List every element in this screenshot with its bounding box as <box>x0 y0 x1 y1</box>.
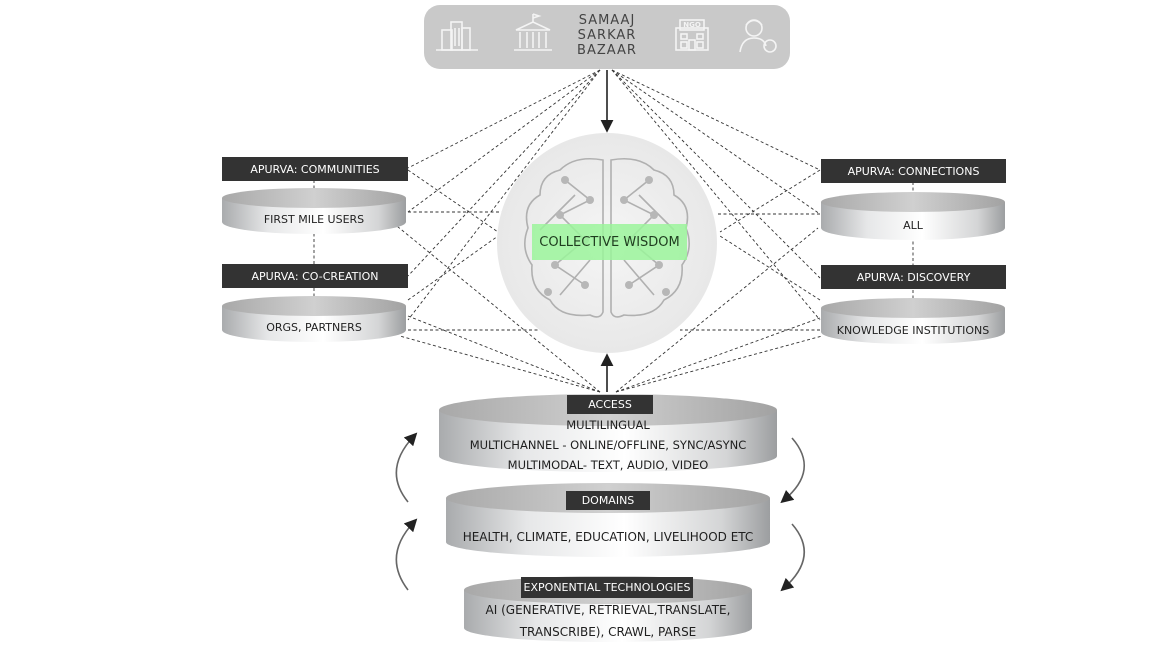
collective-wisdom-highlight <box>532 224 687 260</box>
disk-orgs-partners <box>222 296 406 342</box>
ngo-sign-text: NGO <box>683 21 701 29</box>
disk-label-orgs-partners: ORGS, PARTNERS <box>266 321 362 334</box>
tag-communities: APURVA: COMMUNITIES <box>222 157 408 181</box>
city-buildings-icon <box>436 21 478 51</box>
tag-access: ACCESS <box>567 395 653 414</box>
tag-co-creation: APURVA: CO-CREATION <box>222 264 408 288</box>
access-line-1: MULTILINGUAL <box>566 418 650 432</box>
technologies-line-2: TRANSCRIBE), CRAWL, PARSE <box>519 625 697 639</box>
collective-wisdom-label: COLLECTIVE WISDOM <box>539 235 680 250</box>
tag-exponential-technologies: EXPONENTIAL TECHNOLOGIES <box>521 577 693 598</box>
disk-label-all: ALL <box>903 219 923 232</box>
access-line-3: MULTIMODAL- TEXT, AUDIO, VIDEO <box>507 458 709 472</box>
disk-knowledge-institutions <box>821 298 1005 344</box>
government-building-icon <box>514 13 552 51</box>
technologies-line-1: AI (GENERATIVE, RETRIEVAL,TRANSLATE, <box>485 603 731 617</box>
technologies-lines: AI (GENERATIVE, RETRIEVAL,TRANSLATE, TRA… <box>464 603 752 643</box>
businessperson-icon <box>739 19 777 53</box>
tag-connections: APURVA: CONNECTIONS <box>821 159 1006 183</box>
panel-line-2: SARKAR <box>577 28 637 43</box>
domains-lines: HEALTH, CLIMATE, EDUCATION, LIVELIHOOD E… <box>446 530 770 548</box>
stakeholder-panel <box>424 5 790 69</box>
cycle-arrows <box>395 432 806 592</box>
disk-all <box>821 192 1005 240</box>
access-lines: MULTILINGUAL MULTICHANNEL - ONLINE/OFFLI… <box>439 418 777 478</box>
cycle-arrow-left-lower <box>395 518 418 591</box>
disk-label-knowledge-institutions: KNOWLEDGE INSTITUTIONS <box>836 324 990 337</box>
cycle-arrow-left-upper <box>395 432 418 503</box>
cycle-arrow-right-upper <box>780 437 806 504</box>
disk-label-first-mile-users: FIRST MILE USERS <box>263 213 365 226</box>
access-line-2: MULTICHANNEL - ONLINE/OFFLINE, SYNC/ASYN… <box>469 438 747 452</box>
tag-discovery: APURVA: DISCOVERY <box>821 265 1006 289</box>
disk-first-mile-users <box>222 188 406 234</box>
tag-domains: DOMAINS <box>566 491 650 510</box>
panel-line-3: BAZAAR <box>577 43 637 58</box>
panel-line-1: SAMAAJ <box>578 13 636 28</box>
domains-line-1: HEALTH, CLIMATE, EDUCATION, LIVELIHOOD E… <box>462 530 754 544</box>
cycle-arrow-right-lower <box>780 523 805 592</box>
ngo-building-icon <box>675 19 709 51</box>
